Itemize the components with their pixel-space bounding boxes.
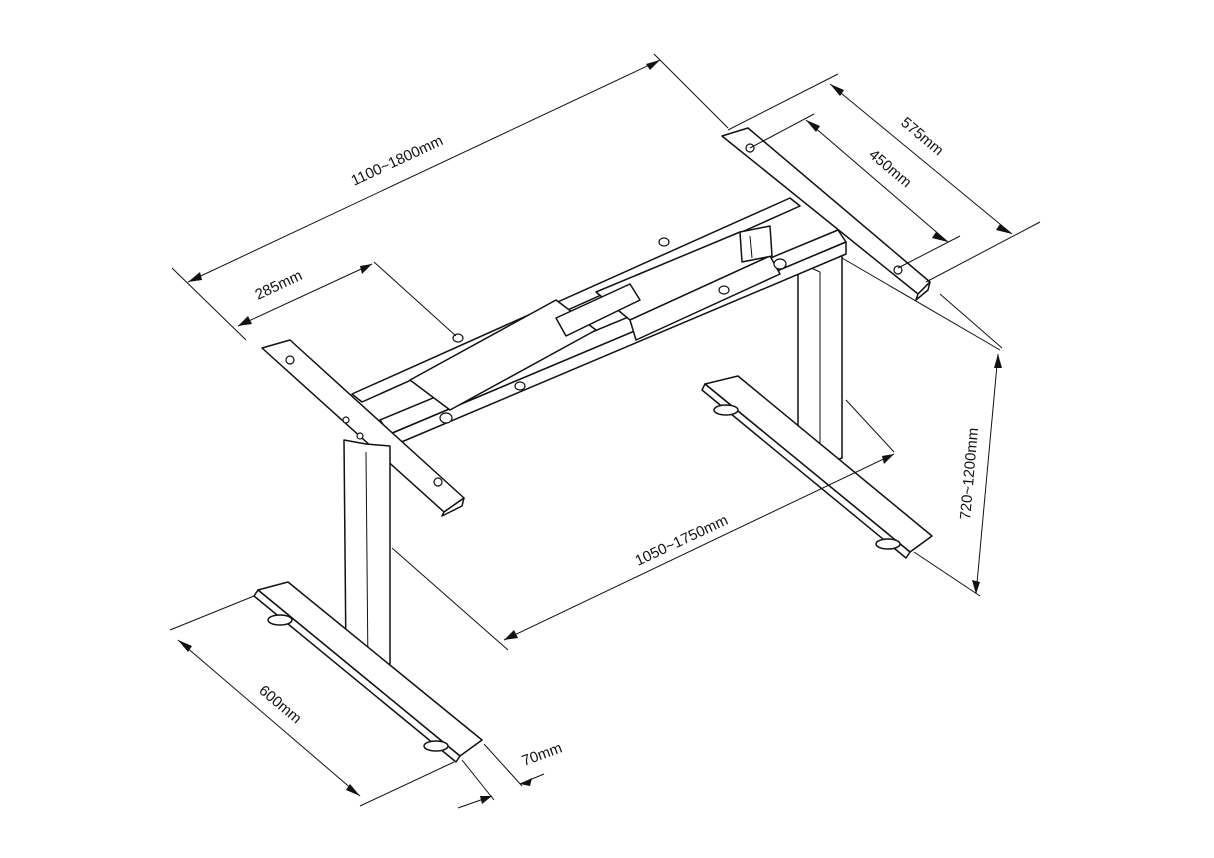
top-bracket-hole-spacing-label: 450mm [865,146,914,191]
extension-lines [169,53,1041,807]
top-bracket-length-label: 575mm [897,114,946,159]
overall-width-label: 1100~1800mm [349,132,446,189]
front-left-top-bracket [261,339,465,517]
height-range-label: 720~1200mm [957,427,982,520]
foot-width-label: 70mm [520,740,565,770]
back-right-foot [701,375,933,559]
foot-length-label: 600mm [255,682,304,727]
crossbar-assembly [351,197,847,447]
crossbar-length-label: 1050~1750mm [633,512,731,570]
dimension-lines [177,59,1013,809]
front-left-foot [253,581,483,763]
back-right-top-bracket [721,127,931,301]
